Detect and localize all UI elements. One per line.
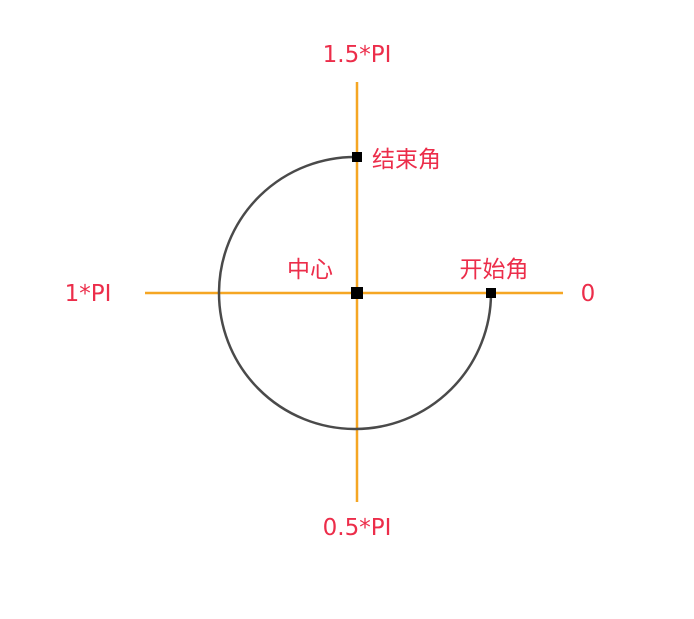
start-angle-label: 开始角 [460,257,529,283]
left-angle-label: 1*PI [65,281,112,307]
end-angle-marker [352,152,362,162]
center-label: 中心 [287,257,333,283]
top-angle-label: 1.5*PI [323,42,392,68]
bottom-angle-label: 0.5*PI [323,515,392,541]
center-marker [351,287,363,299]
right-angle-label: 0 [581,281,596,307]
start-angle-marker [486,288,496,298]
end-angle-label: 结束角 [372,147,441,173]
arc-path [217,155,493,431]
